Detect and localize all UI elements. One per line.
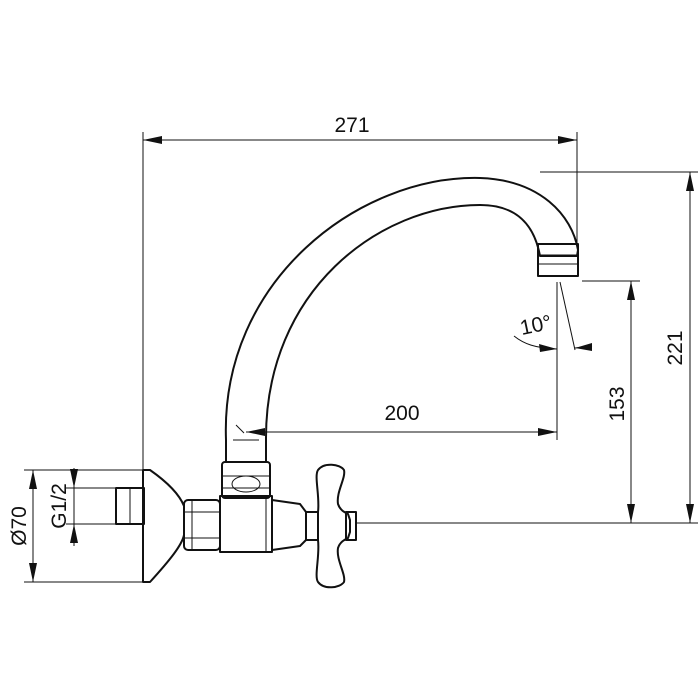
label-overall-height: 221 — [664, 330, 687, 365]
label-outlet-height: 153 — [606, 386, 629, 421]
pipe-mark — [235, 424, 245, 434]
spindle — [305, 511, 319, 541]
faucet-body — [115, 176, 579, 589]
label-flange-diameter: Ø70 — [8, 506, 31, 546]
dimension-thread: G1/2 — [48, 468, 116, 546]
valve-bonnet — [271, 499, 307, 551]
label-overall-width: 271 — [334, 114, 369, 137]
dimension-overall-height: 221 — [356, 171, 698, 524]
dimension-flange-diameter: Ø70 — [8, 469, 143, 583]
swivel-nut — [221, 461, 271, 499]
dimension-outlet-height: 153 — [582, 280, 640, 523]
label-angle: 10° — [518, 311, 554, 340]
cross-handle — [315, 463, 351, 589]
wall-flange — [142, 469, 185, 583]
label-spout-reach: 200 — [384, 402, 419, 425]
dimension-spout-reach: 200 — [246, 282, 558, 440]
hex-nut — [183, 499, 221, 551]
label-thread: G1/2 — [48, 483, 71, 529]
valve-body — [219, 495, 273, 553]
aerator-nozzle — [537, 243, 579, 277]
dimension-overall-width: 271 — [142, 114, 578, 470]
dimension-angle: 10° — [513, 281, 593, 352]
handle-cap — [345, 511, 357, 541]
